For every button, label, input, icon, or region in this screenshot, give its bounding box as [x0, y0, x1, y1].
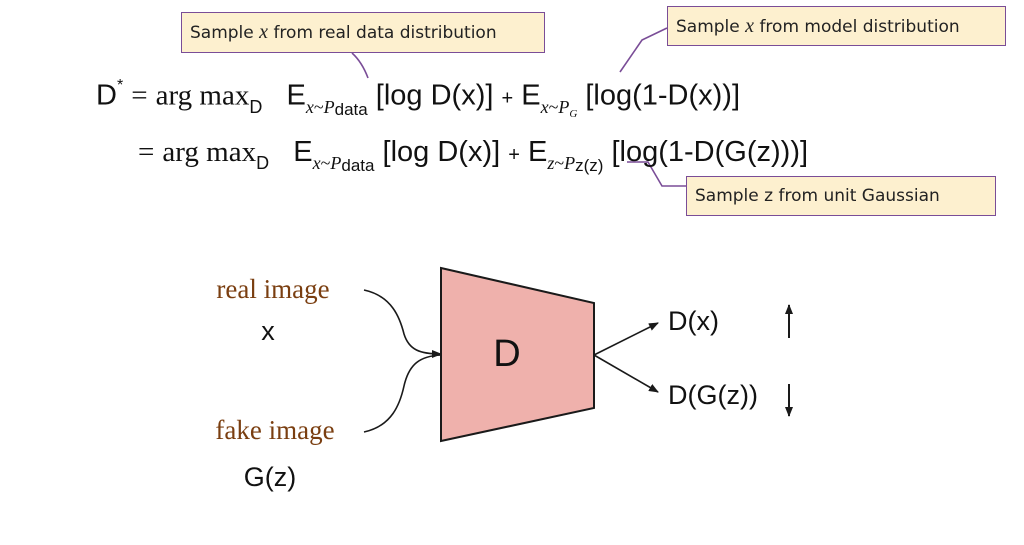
eq2-term1: [log D(x)] — [382, 136, 501, 168]
eq2-e2-sub-var: z — [547, 153, 555, 173]
output-real-arrow — [593, 322, 659, 356]
eq1-argmax-sub: D — [249, 96, 263, 117]
real-image-label: real image — [216, 274, 330, 304]
eq2-e1: E — [293, 136, 313, 168]
callout-model-leader — [619, 27, 668, 73]
eq2-e1-sub-p-sub: data — [341, 156, 375, 175]
fake-image-label: fake image — [215, 415, 335, 445]
discriminator-block — [440, 266, 595, 443]
eq1-plus: + — [501, 87, 514, 110]
eq1-star: * — [116, 77, 124, 94]
callout-real-after: from real data distribution — [268, 23, 497, 43]
eq2-e2-sub-p-sub: z(z) — [575, 156, 604, 175]
eq1-e2-sub-p-sub: G — [569, 107, 578, 120]
callout-model-distribution: Sample x from model distribution — [667, 6, 1006, 46]
fake-input-arrow — [363, 354, 442, 433]
callout-real-var: x — [259, 21, 269, 43]
fake-image-var: G(z) — [243, 462, 297, 492]
equation-1: D* = arg maxD Ex~Pdata [log D(x)] + Ex~P… — [96, 72, 740, 120]
output-fake-label: D(G(z)) — [668, 380, 758, 410]
callout-gauss-leader — [627, 161, 686, 187]
real-input-arrow — [363, 289, 442, 358]
callout-real-before: Sample — [190, 23, 260, 43]
eq1-term2: [log(1-D(x))] — [585, 79, 741, 112]
eq2-e1-sub-var: x — [312, 153, 321, 173]
output-real-label: D(x) — [668, 306, 719, 336]
eq2-e1-sub-p: P — [330, 153, 342, 173]
eq1-e1: E — [286, 79, 306, 112]
callout-model-after: from model distribution — [754, 17, 960, 37]
eq1-term1: [log D(x)] — [375, 79, 494, 112]
real-image-var: x — [261, 316, 275, 346]
eq1-e2-sub-var: x — [540, 96, 549, 117]
callout-gauss-text: Sample z from unit Gaussian — [695, 186, 940, 206]
eq1-argmax: arg max — [155, 79, 250, 112]
discriminator-label: D — [493, 333, 521, 375]
eq1-e2-sub-p: P — [558, 96, 570, 117]
eq1-e2-sub-tilde: ~ — [548, 96, 559, 117]
eq1-e1-sub-tilde: ~ — [313, 96, 324, 117]
eq2-term2: [log(1-D(G(z)))] — [611, 136, 809, 168]
eq2-equals: = — [138, 136, 155, 168]
callout-model-before: Sample — [676, 17, 746, 37]
eq1-e1-sub-p: P — [323, 96, 335, 117]
callout-real-leader — [351, 52, 369, 79]
eq1-equals: = — [131, 79, 148, 112]
output-fake-arrow — [593, 354, 659, 393]
eq2-e1-sub-tilde: ~ — [320, 153, 331, 173]
eq2-plus: + — [508, 144, 520, 166]
eq1-e1-sub-var: x — [305, 96, 314, 117]
equation-2: = arg maxD Ex~Pdata [log D(x)] + Ez~Pz(z… — [96, 134, 809, 175]
callout-unit-gaussian: Sample z from unit Gaussian — [686, 176, 996, 216]
eq2-e2-sub-p: P — [564, 153, 576, 173]
callout-model-var: x — [745, 15, 755, 37]
callout-real-data: Sample x from real data distribution — [181, 12, 545, 53]
eq1-e2: E — [521, 79, 541, 112]
eq2-argmax-sub: D — [256, 153, 270, 173]
eq2-e2: E — [527, 136, 548, 168]
eq1-lhs: D — [96, 79, 117, 112]
eq2-e2-sub-tilde: ~ — [554, 153, 565, 173]
eq2-argmax: arg max — [162, 136, 257, 168]
eq1-e1-sub-p-sub: data — [334, 99, 368, 119]
